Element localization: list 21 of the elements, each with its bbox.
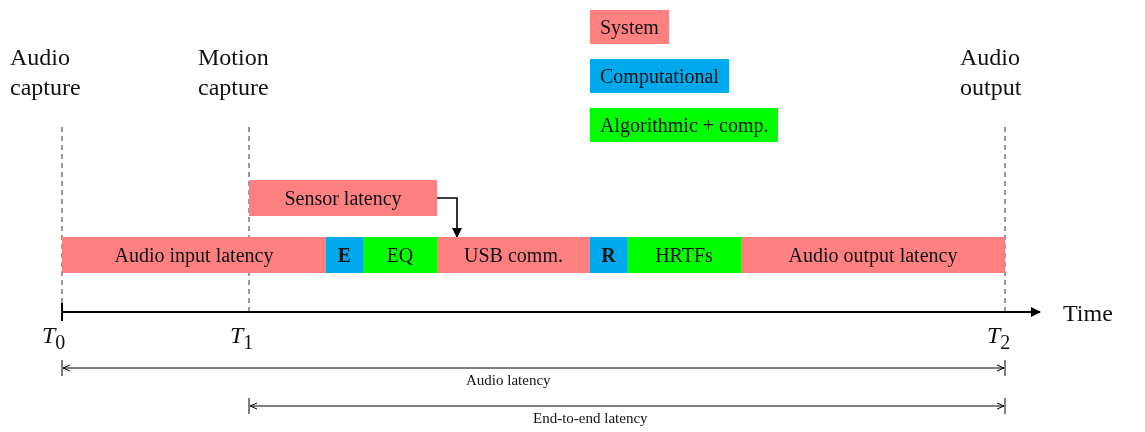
dimension-label: End-to-end latency: [533, 410, 648, 427]
event-label: Motion capture: [198, 43, 270, 102]
timeline-segment: Sensor latency: [249, 180, 437, 216]
timeline-segment: EQ: [363, 237, 437, 273]
axis-label: Time: [1063, 299, 1113, 328]
timeline-segment: R: [590, 237, 627, 273]
time-marker-label: T$_{0}$: [42, 321, 66, 355]
time-marker-label: T$_{2}$: [987, 321, 1011, 355]
arrow: [436, 197, 462, 238]
time-marker-label: T$_{1}$: [230, 321, 254, 355]
legend-item: Computational: [590, 59, 729, 93]
timeline-segment: USB comm.: [437, 237, 590, 273]
timeline-segment: E: [326, 237, 363, 273]
timeline-segment: Audio output latency: [741, 237, 1005, 273]
dimension-label: Audio latency: [466, 372, 551, 389]
legend-item: Algorithmic + comp.: [590, 108, 779, 142]
event-label: Audio output: [960, 43, 1023, 102]
legend-item: System: [590, 10, 669, 44]
event-label: Audio capture: [10, 43, 82, 102]
timeline-segment: HRTFs: [627, 237, 741, 273]
timeline-segment: Audio input latency: [62, 237, 326, 273]
